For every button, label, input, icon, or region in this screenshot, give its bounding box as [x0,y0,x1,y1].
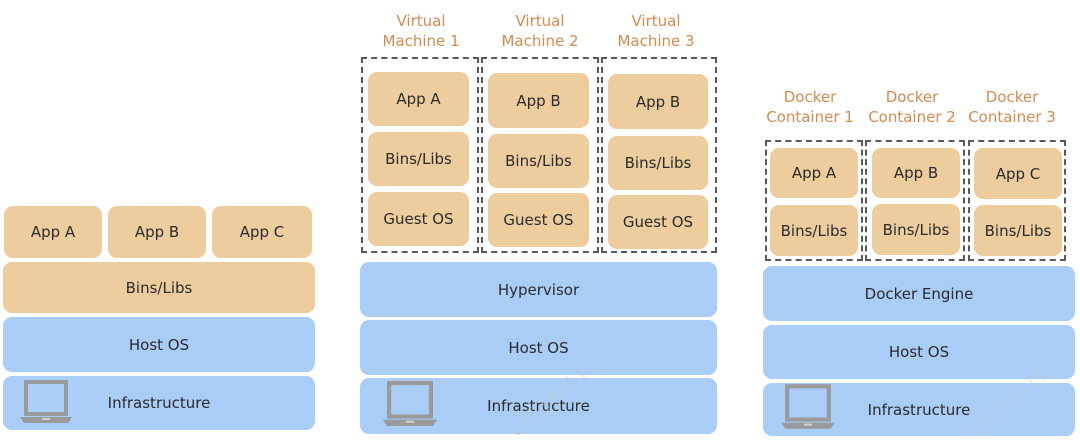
guest-os-box: Guest OS [368,192,469,246]
vm-boundary [361,57,479,253]
app-layer-box: App A [368,72,469,126]
host-os-label: Host OS [888,343,950,361]
bins-libs-label: Bins/Libs [505,152,572,170]
container-boundary [865,140,965,261]
app-label: App B [893,164,939,182]
laptop-icon [382,381,438,426]
bins-libs-label: Bins/Libs [780,221,848,240]
container-boundary [765,140,863,261]
host-os-label: Host OS [128,335,190,354]
app-label: App A [396,90,441,108]
app-layer-box: App B [872,148,960,198]
app-layer-box: App A [4,206,102,258]
docker-engine-label: Docker Engine [864,284,974,303]
bins-libs-layer: Bins/Libs [3,262,315,313]
app-label: App B [516,91,561,110]
app-layer-box: App B [488,73,589,128]
host-os-layer: Host OS [763,325,1075,379]
bins-libs-label: Bins/Libs [984,221,1052,240]
app-layer-box: App B [108,206,206,258]
app-label: App A [30,223,76,241]
app-layer-box: App B [608,74,708,129]
app-layer-box: App C [212,206,312,258]
bins-libs-box: Bins/Libs [488,134,589,188]
app-label: App C [995,164,1041,183]
app-label: App B [134,223,180,241]
hypervisor-layer: Hypervisor [360,262,717,317]
bins-libs-label: Bins/Libs [125,278,193,297]
guest-os-label: Guest OS [622,213,694,231]
bins-libs-box: Bins/Libs [872,204,960,255]
bins-libs-box: Bins/Libs [770,205,858,256]
app-layer-box: App C [974,148,1062,199]
app-layer-box: App A [770,148,858,198]
host-os-layer: Host OS [360,320,717,375]
app-label: App A [791,164,837,182]
host-os-label: Host OS [508,338,569,357]
guest-os-label: Guest OS [503,211,574,229]
container-boundary [968,140,1066,261]
host-os-layer: Host OS [3,317,315,372]
bins-libs-label: Bins/Libs [624,154,692,172]
hypervisor-label: Hypervisor [497,280,580,299]
bins-libs-box: Bins/Libs [368,132,469,186]
vm-boundary [601,57,717,253]
bins-libs-box: Bins/Libs [974,205,1062,256]
app-label: App B [635,92,681,111]
infrastructure-label: Infrastructure [487,397,590,415]
bins-libs-label: Bins/Libs [385,150,452,168]
app-label: App C [239,223,285,241]
infrastructure-label: Infrastructure [107,394,211,412]
guest-os-box: Guest OS [488,193,589,247]
laptop-icon [781,384,835,429]
guest-os-label: Guest OS [383,210,454,228]
bins-libs-label: Bins/Libs [882,220,950,239]
bins-libs-box: Bins/Libs [608,136,708,190]
laptop-icon [20,380,72,423]
infrastructure-label: Infrastructure [867,400,971,419]
vm-boundary [481,57,599,253]
guest-os-box: Guest OS [608,195,708,249]
docker-engine-layer: Docker Engine [763,266,1075,321]
